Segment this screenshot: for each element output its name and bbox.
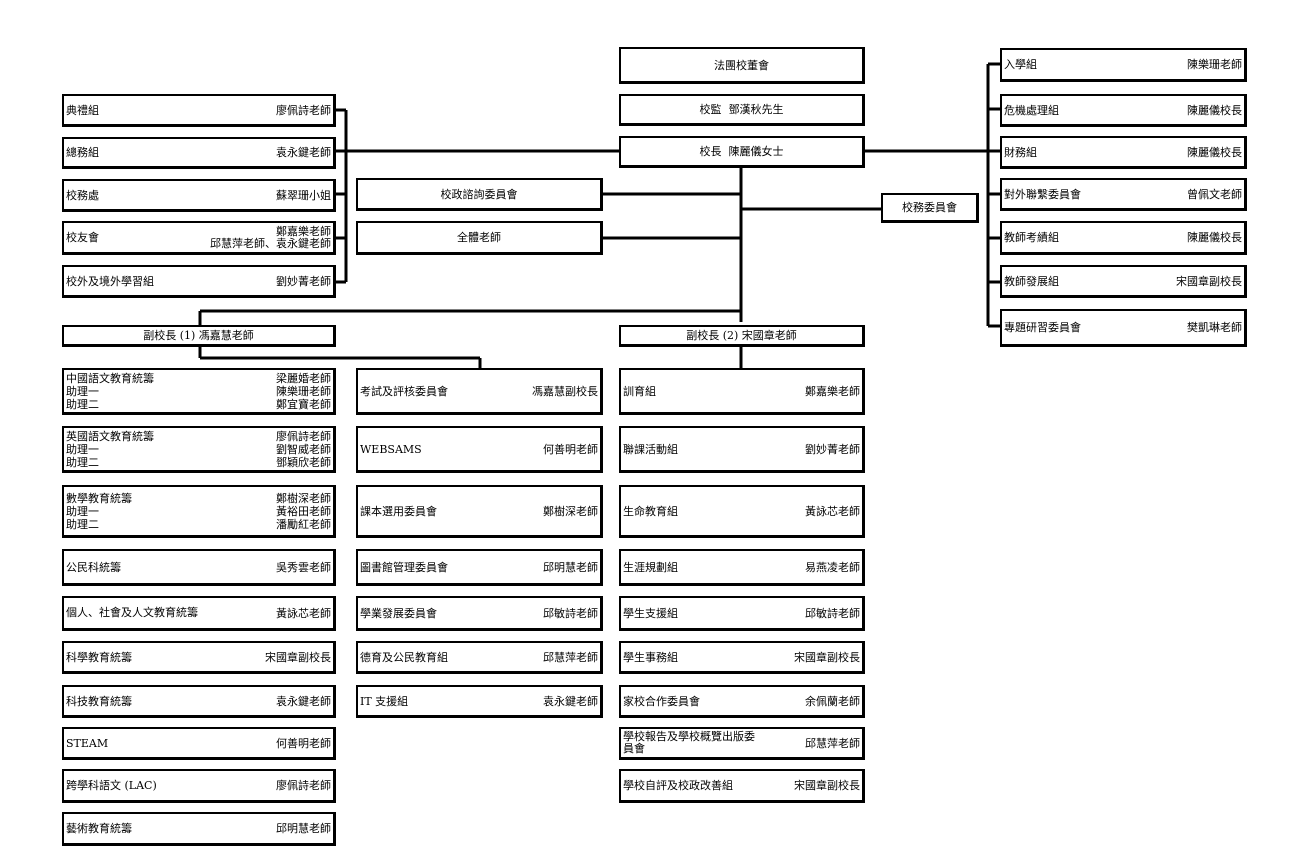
subject-line: 數學教育統籌鄭樹深老師 (66, 491, 331, 505)
all-teachers-label: 全體老師 (457, 231, 501, 244)
student-group-box: 學生支援組 邱敏詩老師 (619, 596, 865, 631)
principal-label: 校長 陳麗儀女士 (699, 145, 784, 158)
school-affairs-committee-label: 校務委員會 (902, 201, 957, 214)
group-person: 陳麗儀校長 (1187, 103, 1242, 117)
group-label: 典禮組 (66, 103, 99, 117)
right-group-box: 危機處理組 陳麗儀校長 (1000, 94, 1247, 127)
left-group-box: 典禮組 廖佩詩老師 (62, 94, 336, 127)
board-box: 法團校董會 (619, 47, 865, 84)
subject-box: 公民科統籌 吳秀雲老師 (62, 549, 336, 586)
group-persons: 鄭嘉樂老師 邱慧萍老師、袁永鍵老師 (210, 224, 331, 250)
left-group-box: 校務處 蘇翠珊小姐 (62, 179, 336, 212)
right-group-box: 入學組 陳樂珊老師 (1000, 48, 1247, 82)
group-label: 專題研習委員會 (1004, 321, 1081, 334)
group-label: 校外及境外學習組 (66, 274, 154, 288)
committee-box: 考試及評核委員會 馮嘉慧副校長 (356, 368, 603, 415)
principal-box: 校長 陳麗儀女士 (619, 136, 865, 168)
subject-line: 助理二鄭宜寶老師 (66, 397, 331, 411)
student-group-box: 生命教育組 黃詠芯老師 (619, 485, 865, 538)
group-person: 陳麗儀校長 (1187, 145, 1242, 159)
committee-box: 圖書館管理委員會 邱明慧老師 (356, 549, 603, 586)
subject-box: 跨學科語文 (LAC) 廖佩詩老師 (62, 769, 336, 803)
group-label: 校務處 (66, 188, 99, 202)
student-group-box: 學校報告及學校概覽出版委員會 邱慧萍老師 (619, 727, 865, 760)
advisory-committee-box: 校政諮詢委員會 (356, 178, 603, 211)
subject-box: 藝術教育統籌 邱明慧老師 (62, 812, 336, 846)
committee-box: 課本選用委員會 鄭樹深老師 (356, 485, 603, 538)
student-group-box: 訓育組 鄭嘉樂老師 (619, 368, 865, 415)
student-group-box: 家校合作委員會 余佩蘭老師 (619, 685, 865, 718)
group-person: 劉妙菁老師 (276, 274, 331, 288)
subject-line: 助理二鄧穎欣老師 (66, 455, 331, 469)
right-group-box: 對外聯繫委員會 曾佩文老師 (1000, 178, 1247, 211)
group-label: 財務組 (1004, 145, 1037, 159)
subject-line: 助理一陳樂珊老師 (66, 384, 331, 398)
vp2-label: 副校長 (2) 宋國章老師 (686, 329, 797, 342)
group-label: 教師發展組 (1004, 274, 1059, 288)
left-group-box: 總務組 袁永鍵老師 (62, 137, 336, 169)
board-label: 法團校董會 (714, 58, 769, 72)
subject-box: 數學教育統籌鄭樹深老師 助理一黃裕田老師 助理二潘勵紅老師 (62, 485, 336, 538)
group-person: 陳樂珊老師 (1187, 58, 1242, 71)
subject-box: STEAM 何善明老師 (62, 727, 336, 760)
group-label: 危機處理組 (1004, 103, 1059, 117)
group-person: 廖佩詩老師 (276, 103, 331, 117)
subject-line: 助理二潘勵紅老師 (66, 517, 331, 531)
subject-box: 英國語文教育統籌廖佩詩老師 助理一劉智威老師 助理二鄧穎欣老師 (62, 426, 336, 473)
subject-box: 個人、社會及人文教育統籌 黃詠芯老師 (62, 596, 336, 631)
group-label: 教師考績組 (1004, 231, 1059, 244)
right-group-box: 教師考績組 陳麗儀校長 (1000, 221, 1247, 255)
student-group-box: 聯課活動組 劉妙菁老師 (619, 426, 865, 473)
advisory-committee-label: 校政諮詢委員會 (440, 187, 518, 201)
right-group-box: 教師發展組 宋國章副校長 (1000, 265, 1247, 298)
left-group-box: 校友會 鄭嘉樂老師 邱慧萍老師、袁永鍵老師 (62, 221, 336, 255)
vp1-label: 副校長 (1) 馮嘉慧老師 (143, 329, 254, 342)
group-person: 陳麗儀校長 (1187, 231, 1242, 244)
vp1-box: 副校長 (1) 馮嘉慧老師 (62, 325, 336, 347)
group-person: 邱慧萍老師、袁永鍵老師 (210, 236, 331, 250)
supervisor-box: 校監 鄧漢秋先生 (619, 94, 865, 126)
student-group-box: 學校自評及校政改善組 宋國章副校長 (619, 769, 865, 803)
group-person: 鄭嘉樂老師 (276, 224, 331, 238)
student-group-box: 學生事務組 宋國章副校長 (619, 641, 865, 674)
group-person: 袁永鍵老師 (276, 146, 331, 159)
group-label: 入學組 (1004, 58, 1037, 71)
group-label: 對外聯繫委員會 (1004, 187, 1081, 201)
subject-line: 助理一黃裕田老師 (66, 504, 331, 518)
supervisor-label: 校監 鄧漢秋先生 (699, 103, 784, 116)
subject-box: 中國語文教育統籌梁麗婚老師 助理一陳樂珊老師 助理二鄭宜寶老師 (62, 368, 336, 415)
subject-box: 科技教育統籌 袁永鍵老師 (62, 685, 336, 718)
right-group-box: 財務組 陳麗儀校長 (1000, 136, 1247, 169)
group-person: 樊凱琳老師 (1187, 321, 1242, 334)
left-group-box: 校外及境外學習組 劉妙菁老師 (62, 265, 336, 298)
subject-box: 科學教育統籌 宋國章副校長 (62, 641, 336, 674)
group-label: 總務組 (66, 146, 99, 159)
committee-box: 德育及公民教育組 邱慧萍老師 (356, 641, 603, 674)
group-label: 校友會 (66, 231, 99, 244)
right-group-box: 專題研習委員會 樊凱琳老師 (1000, 309, 1247, 347)
all-teachers-box: 全體老師 (356, 221, 603, 255)
group-person: 宋國章副校長 (1176, 274, 1242, 288)
committee-box: IT 支援組 袁永鍵老師 (356, 685, 603, 718)
group-person: 蘇翠珊小姐 (276, 188, 331, 202)
subject-line: 中國語文教育統籌梁麗婚老師 (66, 371, 331, 385)
committee-box: 學業發展委員會 邱敏詩老師 (356, 596, 603, 631)
subject-line: 助理一劉智威老師 (66, 442, 331, 456)
committee-box: WEBSAMS 何善明老師 (356, 426, 603, 473)
subject-line: 英國語文教育統籌廖佩詩老師 (66, 429, 331, 443)
vp2-box: 副校長 (2) 宋國章老師 (619, 325, 865, 347)
group-person: 曾佩文老師 (1187, 187, 1242, 201)
student-group-box: 生涯規劃組 易燕凌老師 (619, 549, 865, 586)
school-affairs-committee-box: 校務委員會 (881, 193, 979, 223)
